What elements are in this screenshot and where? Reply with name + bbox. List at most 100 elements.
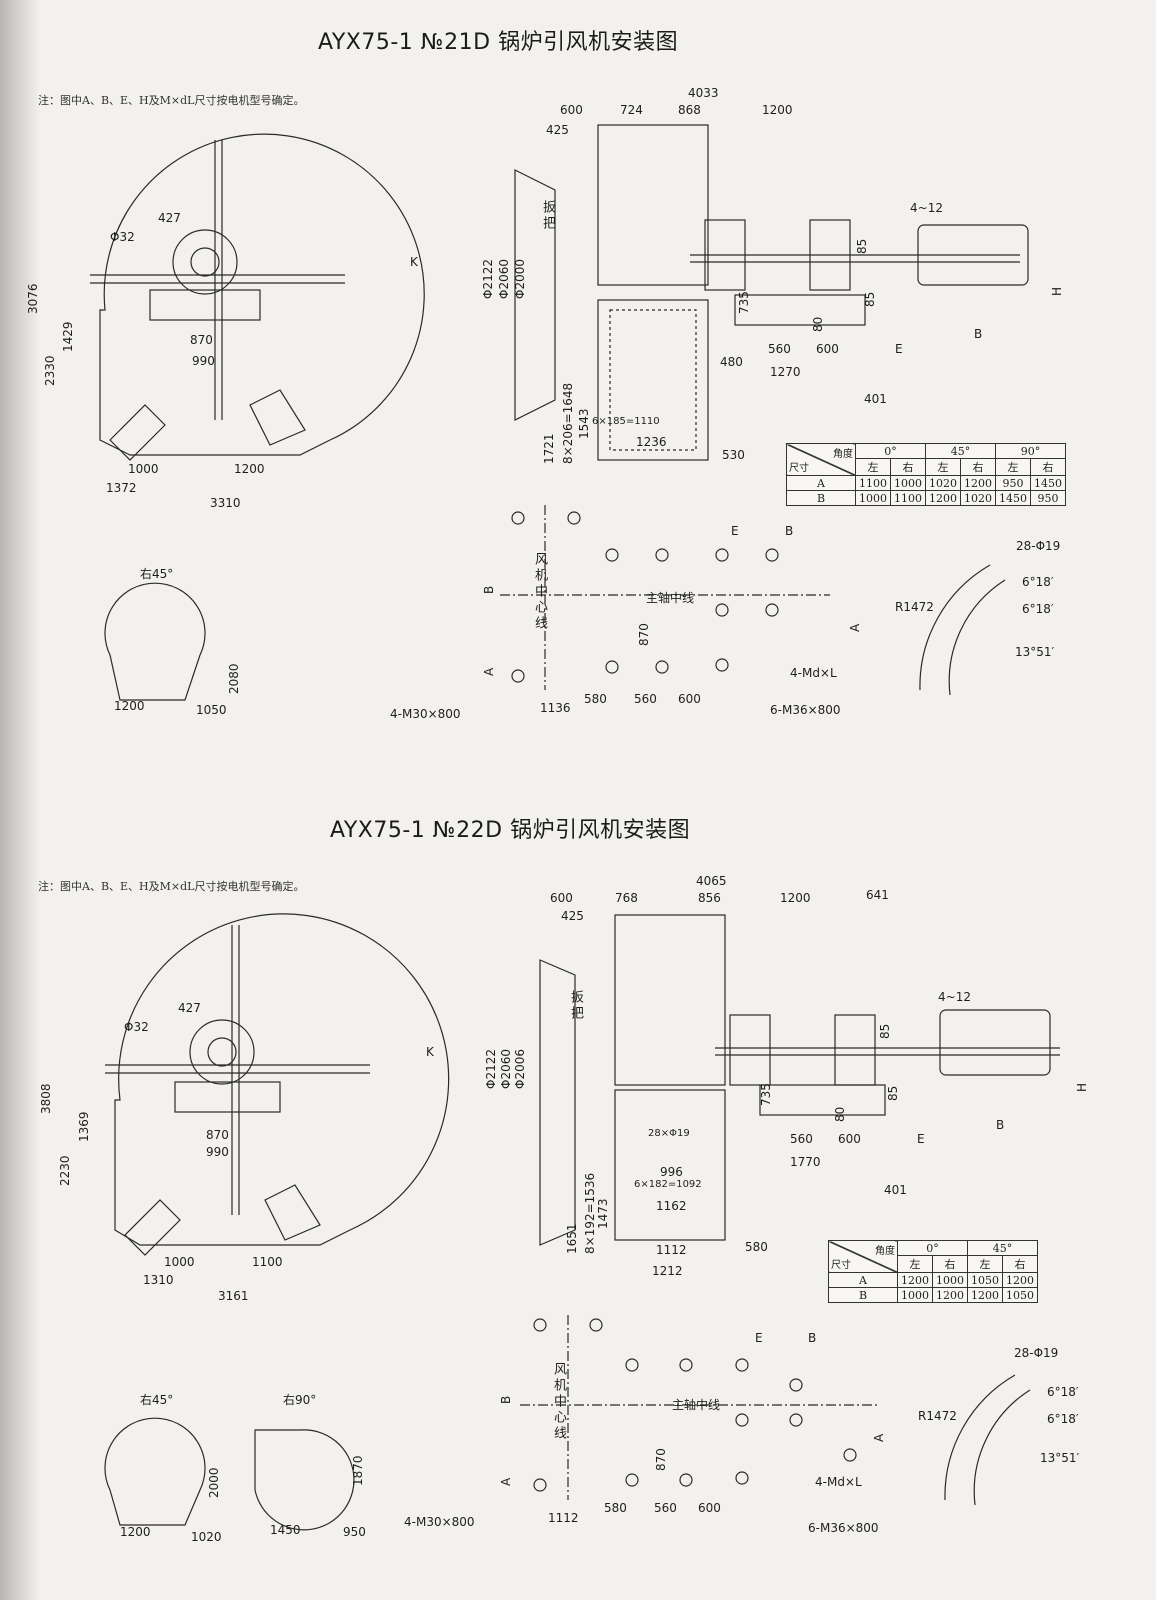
angle-header: 90° — [995, 443, 1066, 459]
side-header: 左 — [925, 458, 961, 476]
table-cell: 1200 — [932, 1287, 968, 1303]
dimension-label: 530 — [722, 448, 745, 462]
dimension-label: 1162 — [656, 1199, 687, 1213]
fan-housing-side-view-1 — [90, 133, 425, 461]
dimension-label: 600 — [678, 692, 701, 706]
dimension-label: B — [482, 585, 496, 594]
dimension-label: 1473 — [596, 1198, 610, 1229]
dimension-label: 6°18′ — [1022, 602, 1054, 616]
dimension-label: 右90° — [283, 1393, 317, 1407]
dimension-label: 3808 — [39, 1083, 53, 1114]
side-header: 右 — [890, 458, 926, 476]
dimension-label: 80 — [833, 1106, 847, 1122]
dimension-label: 1543 — [577, 408, 591, 439]
table-cell: 1200 — [967, 1287, 1003, 1303]
corner-top: 角度 — [833, 449, 853, 460]
fan-front-elevation-1 — [514, 124, 1029, 461]
dimension-label: 990 — [206, 1145, 229, 1159]
dimension-label: R1472 — [895, 600, 934, 614]
side-header: 左 — [995, 458, 1031, 476]
dimension-label: 996 — [660, 1165, 683, 1179]
dimension-label: 6-M36×800 — [770, 703, 841, 717]
dimension-label: 8×192=1536 — [583, 1172, 597, 1254]
dimension-label: 85 — [855, 238, 869, 254]
fan-front-elevation-2 — [539, 914, 1060, 1246]
scan-shadow — [0, 0, 40, 1600]
angle-header: 0° — [855, 443, 926, 459]
dimension-label: 870 — [206, 1128, 229, 1142]
dimension-label: 4-Md×L — [790, 666, 837, 680]
dimension-label: 风机中心线 — [551, 1362, 566, 1442]
dimension-label: 600 — [698, 1501, 721, 1515]
dimension-label: 735 — [737, 291, 751, 314]
dimension-label: 2330 — [43, 355, 57, 386]
angle-header: 45° — [967, 1240, 1038, 1256]
fan-housing-side-view-2 — [105, 913, 450, 1256]
dimension-label: 2230 — [58, 1155, 72, 1186]
foundation-bolt-plan-1 — [500, 505, 830, 690]
dimension-label: 1000 — [164, 1255, 195, 1269]
dimension-label: B — [785, 524, 794, 538]
dimension-label: 870 — [637, 623, 651, 646]
dimension-label: 1136 — [540, 701, 571, 715]
row-label: A — [828, 1272, 898, 1288]
dimension-label: 4-Md×L — [815, 1475, 862, 1489]
dimension-label: 768 — [615, 891, 638, 905]
corner-bottom: 尺寸 — [831, 1260, 851, 1271]
dimension-label: Φ2006 — [513, 1049, 527, 1089]
table-cell: 1200 — [925, 490, 961, 506]
dimension-label: A — [872, 1433, 886, 1442]
dimension-label: 风机中心线 — [532, 552, 547, 632]
dimension-label: 1721 — [542, 433, 556, 464]
corner-top: 角度 — [875, 1246, 895, 1257]
table-cell: 1200 — [1002, 1272, 1038, 1288]
dimension-label: 28-Φ19 — [1016, 539, 1061, 553]
dimension-label: E — [755, 1331, 763, 1345]
dimension-label: 600 — [838, 1132, 861, 1146]
dimension-label: 1200 — [120, 1525, 151, 1539]
table-cell: 1000 — [897, 1287, 933, 1303]
dimension-label: 4033 — [688, 86, 719, 100]
rotation-view-45-1 — [104, 582, 206, 701]
dimension-label: 1000 — [128, 462, 159, 476]
dimension-label: 425 — [546, 123, 569, 137]
dimension-label: 3310 — [210, 496, 241, 510]
dimension-label: 6°18′ — [1047, 1385, 1079, 1399]
dimension-label: 主轴中线 — [646, 591, 695, 605]
angle-header: 0° — [897, 1240, 968, 1256]
table-cell: 1000 — [890, 475, 926, 491]
dimension-label: 560 — [768, 342, 791, 356]
dimension-label: 1450 — [270, 1523, 301, 1537]
dimension-label: 427 — [158, 211, 181, 225]
dimension-label: 1429 — [61, 321, 75, 352]
dimension-label: B — [808, 1331, 817, 1345]
dimension-label: B — [974, 327, 983, 341]
dimension-label: 1200 — [234, 462, 265, 476]
dimension-label: E — [895, 342, 903, 356]
dimension-label: 1372 — [106, 481, 137, 495]
dimension-label: 950 — [343, 1525, 366, 1539]
dimension-label: 1212 — [652, 1264, 683, 1278]
dimension-label: Φ32 — [124, 1020, 149, 1034]
table-corner: 角度尺寸 — [828, 1240, 898, 1273]
dimension-label: A — [482, 667, 496, 676]
dimension-label: 1236 — [636, 435, 667, 449]
dimension-label: 1200 — [780, 891, 811, 905]
dimension-label: 4065 — [696, 874, 727, 888]
row-label: B — [828, 1287, 898, 1303]
dimension-label: 600 — [550, 891, 573, 905]
dimension-label: 13°51′ — [1040, 1451, 1080, 1465]
dimension-label: Φ2060 — [499, 1049, 513, 1089]
dimension-label: 4-M30×800 — [390, 707, 461, 721]
dimension-label: 4-M30×800 — [404, 1515, 475, 1529]
dimension-label: 1870 — [351, 1455, 365, 1486]
dimension-label: 主轴中线 — [672, 1398, 721, 1412]
dimension-label: 6-M36×800 — [808, 1521, 879, 1535]
dimension-label: 1020 — [191, 1530, 222, 1544]
table-cell: 1450 — [995, 490, 1031, 506]
table-cell: 1200 — [960, 475, 996, 491]
dimension-label: 560 — [634, 692, 657, 706]
side-header: 右 — [932, 1255, 968, 1273]
dimension-label: 扳把 — [568, 990, 583, 1022]
